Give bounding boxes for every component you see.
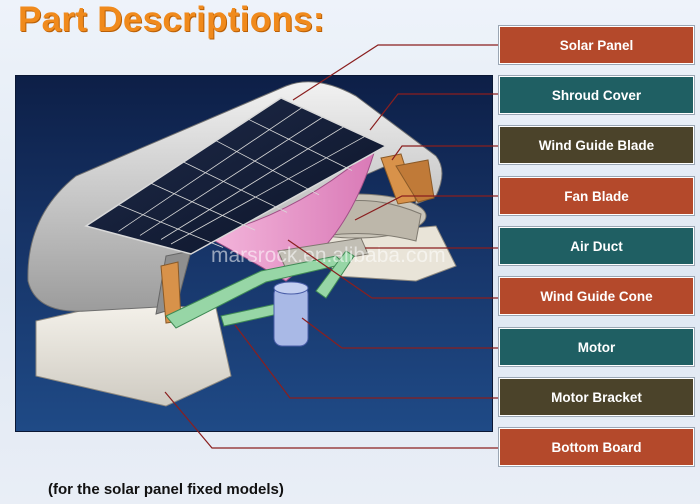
label-wind-guide-cone: Wind Guide Cone (499, 277, 694, 315)
label-fan-blade: Fan Blade (499, 177, 694, 215)
watermark-text: marsrock.en.alibaba.com (211, 244, 446, 267)
solar-panel-shape (84, 97, 388, 255)
label-bottom-board: Bottom Board (499, 428, 694, 466)
product-illustration: marsrock.en.alibaba.com (15, 75, 493, 432)
label-air-duct: Air Duct (499, 227, 694, 265)
label-shroud-cover: Shroud Cover (499, 76, 694, 114)
label-motor: Motor (499, 328, 694, 366)
label-motor-bracket: Motor Bracket (499, 378, 694, 416)
motor-shape (273, 285, 309, 347)
label-solar-panel: Solar Panel (499, 26, 694, 64)
footnote: (for the solar panel fixed models) (48, 481, 284, 498)
bottom-board-shape (35, 303, 232, 407)
label-wind-guide-blade: Wind Guide Blade (499, 126, 694, 164)
page-title: Part Descriptions: (18, 0, 325, 39)
